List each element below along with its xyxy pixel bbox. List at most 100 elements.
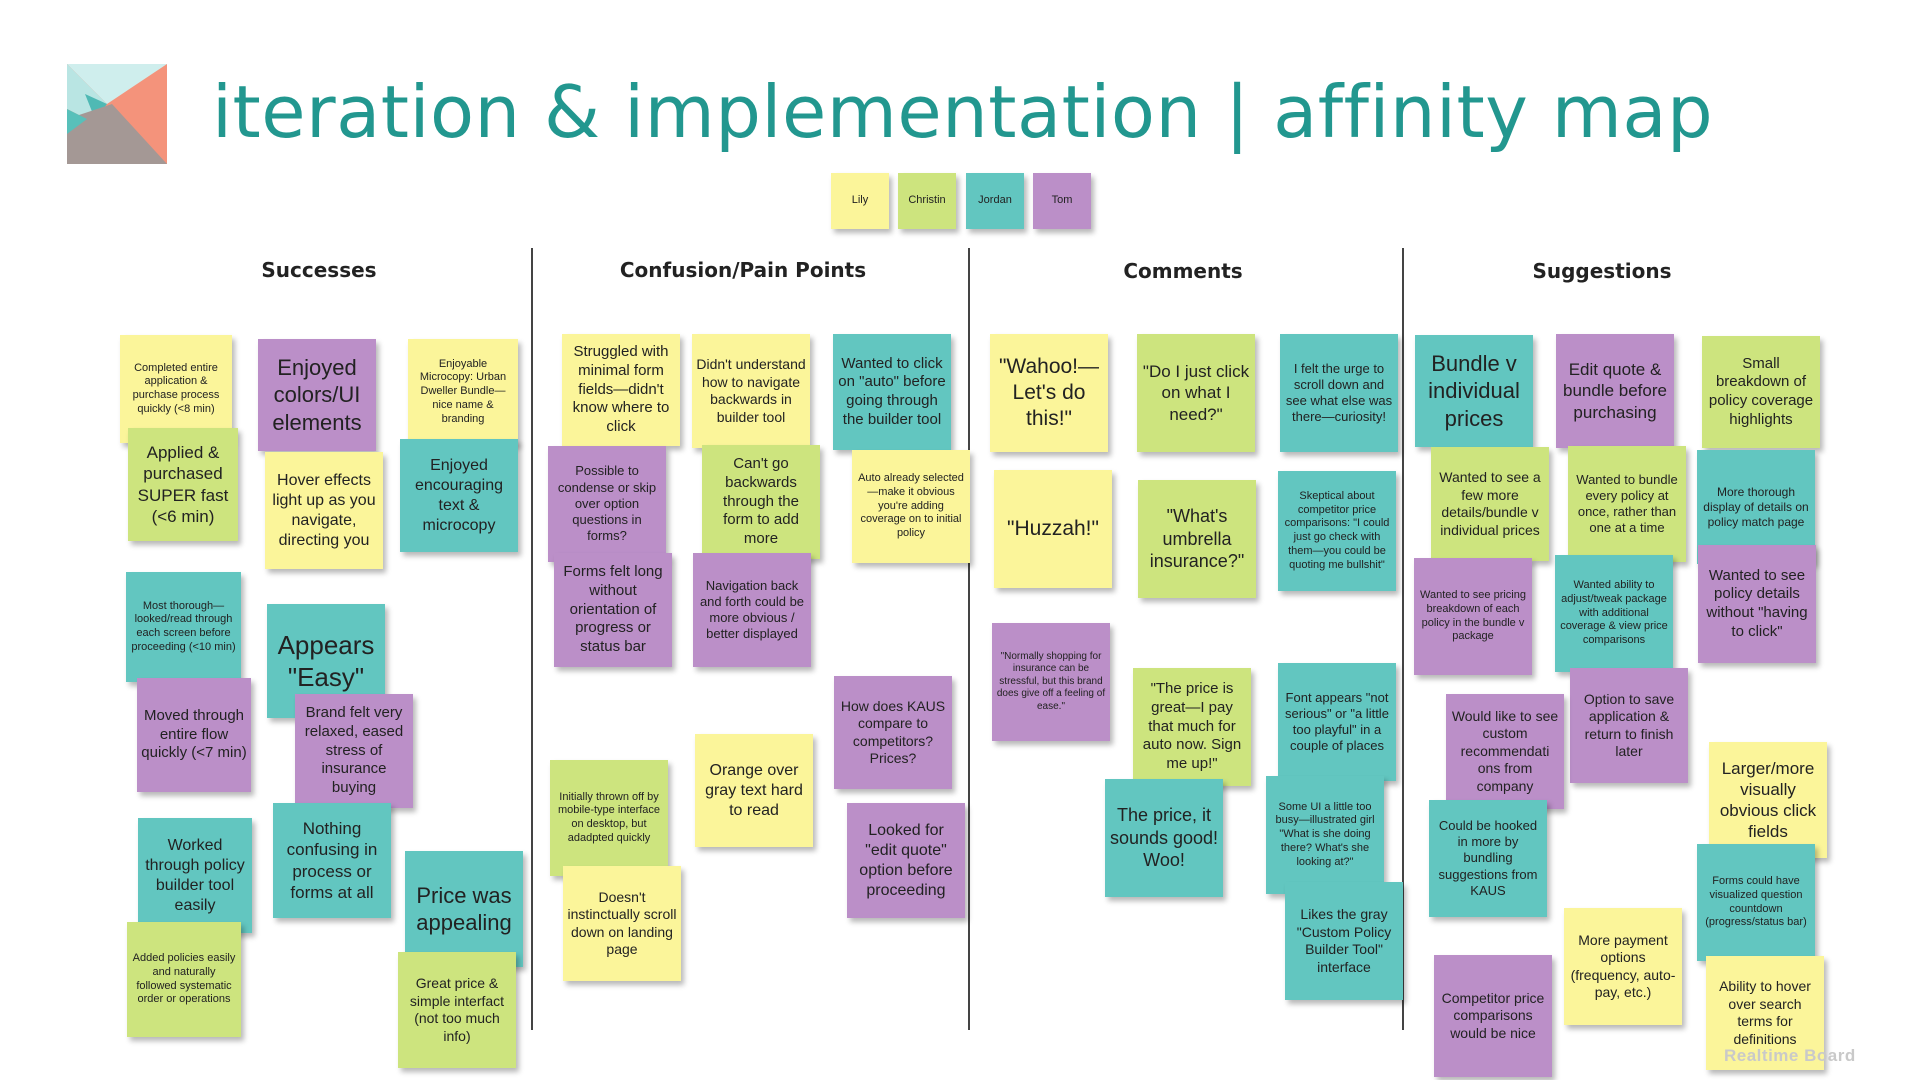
column-divider xyxy=(1402,248,1404,1030)
sticky-note-text: Most thorough—looked/read through each s… xyxy=(131,599,236,653)
sticky-note[interactable]: Enjoyable Microcopy: Urban Dweller Bundl… xyxy=(408,339,518,445)
legend-note-jordan: Jordan xyxy=(966,173,1024,229)
sticky-note[interactable]: Forms could have visualized question cou… xyxy=(1697,844,1815,961)
sticky-note[interactable]: Appears "Easy" xyxy=(267,604,385,718)
sticky-note-text: Orange over gray text hard to read xyxy=(705,761,803,819)
sticky-note-text: I felt the urge to scroll down and see w… xyxy=(1285,360,1393,425)
sticky-note[interactable]: "Normally shopping for insurance can be … xyxy=(992,623,1110,741)
sticky-note-text: Wanted to see policy details without "ha… xyxy=(1706,566,1808,640)
sticky-note[interactable]: Didn't understand how to navigate backwa… xyxy=(692,334,810,448)
sticky-note-text: Ability to hover over search terms for d… xyxy=(1719,978,1811,1047)
sticky-note[interactable]: Larger/more visually obvious click field… xyxy=(1709,742,1827,858)
sticky-note[interactable]: Edit quote & bundle before purchasing xyxy=(1556,334,1674,448)
sticky-note[interactable]: Added policies easily and naturally foll… xyxy=(127,922,241,1037)
sticky-note[interactable]: Option to save application & return to f… xyxy=(1570,668,1688,783)
sticky-note-text: Applied & purchased SUPER fast (<6 min) xyxy=(137,443,229,526)
sticky-note-text: Wanted ability to adjust/tweak package w… xyxy=(1560,579,1668,647)
sticky-note[interactable]: Font appears "not serious" or "a little … xyxy=(1278,663,1396,781)
sticky-note[interactable]: Can't go backwards through the form to a… xyxy=(702,445,820,559)
sticky-note-text: Completed entire application & purchase … xyxy=(132,361,220,415)
sticky-note[interactable]: Wanted to bundle every policy at once, r… xyxy=(1568,446,1686,562)
sticky-note[interactable]: Wanted to see a few more details/bundle … xyxy=(1431,447,1549,561)
sticky-note-text: Forms felt long without orientation of p… xyxy=(563,563,663,656)
sticky-note[interactable]: Most thorough—looked/read through each s… xyxy=(126,572,241,682)
sticky-note[interactable]: Orange over gray text hard to read xyxy=(695,734,813,847)
sticky-note[interactable]: "What's umbrella insurance?" xyxy=(1138,480,1256,598)
sticky-note-text: Small breakdown of policy coverage highl… xyxy=(1708,354,1814,428)
sticky-note-text: Wanted to see pricing breakdown of each … xyxy=(1420,589,1526,643)
column-heading-successes: Successes xyxy=(261,258,377,282)
sticky-note[interactable]: Hover effects light up as you navigate, … xyxy=(265,452,383,569)
sticky-note[interactable]: Possible to condense or skip over option… xyxy=(548,446,666,562)
sticky-note[interactable]: Navigation back and forth could be more … xyxy=(693,553,811,667)
sticky-note-text: Bundle v individual prices xyxy=(1428,350,1520,431)
sticky-note-text: Worked through policy builder tool easil… xyxy=(145,836,245,914)
sticky-note[interactable]: Wanted to see policy details without "ha… xyxy=(1698,545,1816,663)
sticky-note[interactable]: Forms felt long without orientation of p… xyxy=(554,553,672,667)
sticky-note-text: Initially thrown off by mobile-type inte… xyxy=(557,790,661,844)
sticky-note-text: Brand felt very relaxed, eased stress of… xyxy=(304,704,404,797)
sticky-note[interactable]: Enjoyed encouraging text & microcopy xyxy=(400,439,518,552)
sticky-note-text: Doesn't instinctually scroll down on lan… xyxy=(567,888,677,958)
sticky-note[interactable]: Initially thrown off by mobile-type inte… xyxy=(550,760,668,876)
sticky-note[interactable]: Wanted ability to adjust/tweak package w… xyxy=(1555,555,1673,672)
sticky-note-text: Price was appealing xyxy=(416,882,512,936)
sticky-note[interactable]: Enjoyed colors/UI elements xyxy=(258,339,376,451)
sticky-note[interactable]: Brand felt very relaxed, eased stress of… xyxy=(295,694,413,808)
sticky-note-text: Font appears "not serious" or "a little … xyxy=(1285,689,1389,754)
sticky-note[interactable]: Nothing confusing in process or forms at… xyxy=(273,803,391,918)
sticky-note[interactable]: Completed entire application & purchase … xyxy=(120,335,232,443)
page-title: iteration & implementation | affinity ma… xyxy=(212,70,1714,154)
sticky-note-text: Moved through entire flow quickly (<7 mi… xyxy=(141,706,247,762)
sticky-note-text: Competitor price comparisons would be ni… xyxy=(1441,989,1545,1041)
sticky-note[interactable]: How does KAUS compare to competitors? Pr… xyxy=(834,676,952,789)
sticky-note[interactable]: Struggled with minimal form fields—didn'… xyxy=(562,334,680,446)
sticky-note[interactable]: Small breakdown of policy coverage highl… xyxy=(1702,336,1820,448)
sticky-note-text: Wanted to see a few more details/bundle … xyxy=(1439,469,1541,538)
sticky-note-text: "Huzzah!" xyxy=(1007,516,1099,540)
sticky-note[interactable]: Applied & purchased SUPER fast (<6 min) xyxy=(128,428,238,541)
sticky-note[interactable]: Competitor price comparisons would be ni… xyxy=(1434,955,1552,1077)
sticky-note[interactable]: The price, it sounds good! Woo! xyxy=(1105,779,1223,897)
sticky-note-text: "What's umbrella insurance?" xyxy=(1149,506,1245,572)
sticky-note[interactable]: I felt the urge to scroll down and see w… xyxy=(1280,334,1398,452)
watermark: Realtime Board xyxy=(1724,1046,1856,1065)
sticky-note[interactable]: "Do I just click on what I need?" xyxy=(1137,334,1255,452)
sticky-note-text: Great price & simple interfact (not too … xyxy=(409,975,505,1044)
sticky-note-text: Skeptical about competitor price compari… xyxy=(1284,489,1390,571)
sticky-note-text: More thorough display of details on poli… xyxy=(1703,484,1809,529)
sticky-note[interactable]: Bundle v individual prices xyxy=(1415,335,1533,447)
sticky-note-text: Auto already selected—make it obvious yo… xyxy=(858,472,964,540)
column-heading-comments: Comments xyxy=(1123,259,1243,283)
sticky-note[interactable]: Would like to see custom recommendati on… xyxy=(1446,694,1564,809)
sticky-note[interactable]: "Huzzah!" xyxy=(994,470,1112,588)
sticky-note[interactable]: Ability to hover over search terms for d… xyxy=(1706,956,1824,1070)
sticky-note[interactable]: More payment options (frequency, auto-pa… xyxy=(1564,908,1682,1025)
sticky-note[interactable]: Worked through policy builder tool easil… xyxy=(138,818,252,933)
sticky-note-text: Option to save application & return to f… xyxy=(1583,690,1675,760)
sticky-note[interactable]: Auto already selected—make it obvious yo… xyxy=(852,450,970,563)
sticky-note[interactable]: Could be hooked in more by bundling sugg… xyxy=(1429,800,1547,917)
sticky-note-text: Enjoyable Microcopy: Urban Dweller Bundl… xyxy=(419,357,507,425)
sticky-note-text: Didn't understand how to navigate backwa… xyxy=(696,356,806,425)
sticky-note-text: Can't go backwards through the form to a… xyxy=(723,455,799,548)
sticky-note-text: More payment options (frequency, auto-pa… xyxy=(1570,931,1676,1001)
sticky-note[interactable]: Great price & simple interfact (not too … xyxy=(398,952,516,1068)
sticky-note[interactable]: Wanted to click on "auto" before going t… xyxy=(833,334,951,450)
sticky-note-text: Forms could have visualized question cou… xyxy=(1705,875,1807,929)
sticky-note-text: Enjoyed colors/UI elements xyxy=(272,354,362,435)
sticky-note[interactable]: Moved through entire flow quickly (<7 mi… xyxy=(137,678,251,792)
sticky-note-text: Looked for "edit quote" option before pr… xyxy=(859,821,953,899)
sticky-note[interactable]: Price was appealing xyxy=(405,851,523,967)
column-divider xyxy=(531,248,533,1030)
sticky-note[interactable]: Looked for "edit quote" option before pr… xyxy=(847,803,965,918)
sticky-note-text: The price, it sounds good! Woo! xyxy=(1109,805,1219,871)
sticky-note[interactable]: Skeptical about competitor price compari… xyxy=(1278,471,1396,591)
logo-icon xyxy=(67,64,167,164)
sticky-note[interactable]: Likes the gray "Custom Policy Builder To… xyxy=(1285,882,1403,1000)
sticky-note[interactable]: Doesn't instinctually scroll down on lan… xyxy=(563,866,681,981)
sticky-note[interactable]: "Wahoo!—Let's do this!" xyxy=(990,334,1108,452)
sticky-note[interactable]: Wanted to see pricing breakdown of each … xyxy=(1414,558,1532,675)
sticky-note[interactable]: Some UI a little too busy—illustrated gi… xyxy=(1266,776,1384,894)
sticky-note[interactable]: "The price is great—I pay that much for … xyxy=(1133,668,1251,786)
